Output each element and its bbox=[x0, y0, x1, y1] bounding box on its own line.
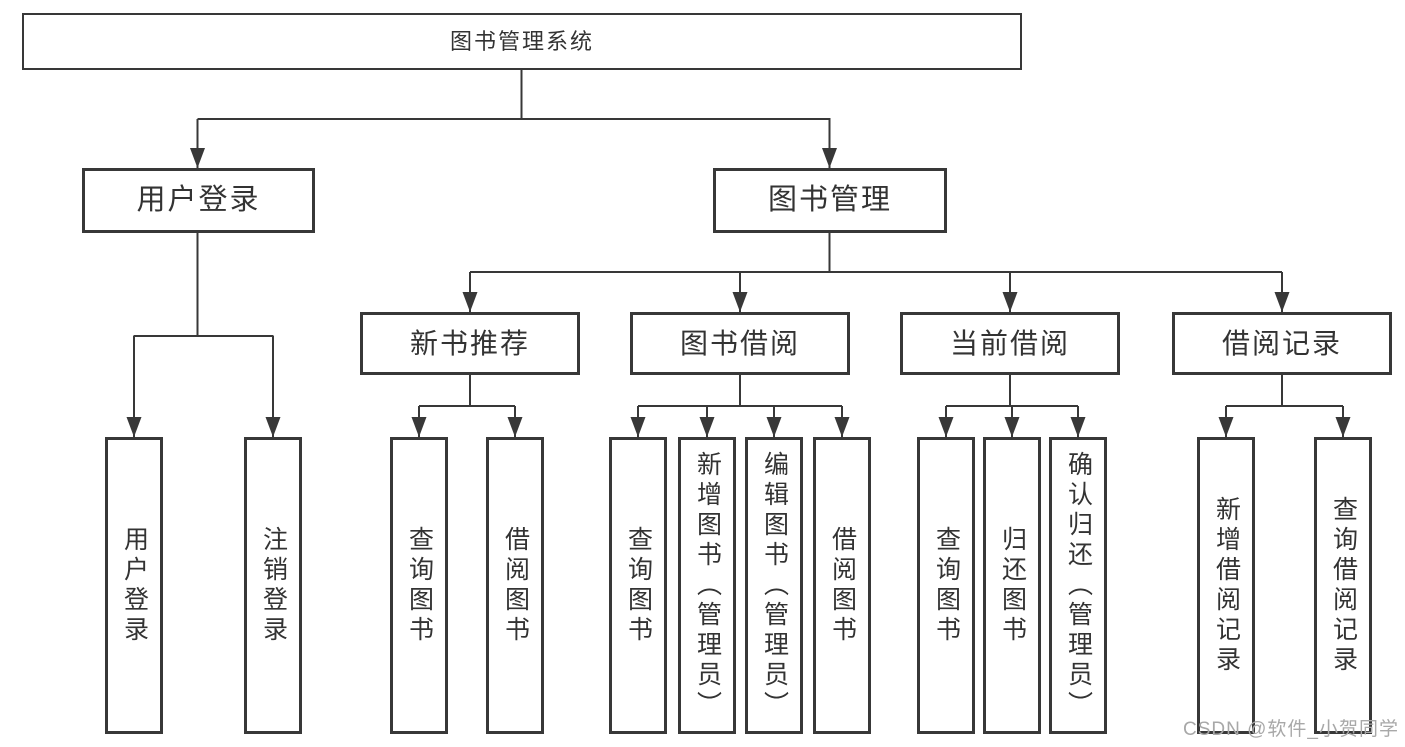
connector-root-to-level2 bbox=[190, 68, 837, 168]
node-borrow-books-2: 借阅图书 bbox=[813, 437, 871, 734]
connector-user-login-group bbox=[126, 231, 281, 437]
node-label: 借阅图书 bbox=[501, 525, 530, 646]
node-label: 查询图书 bbox=[405, 525, 434, 646]
node-borrow-books-1: 借阅图书 bbox=[486, 437, 544, 734]
node-label: 查询图书 bbox=[624, 525, 653, 646]
node-leaf-user-login: 用户登录 bbox=[105, 437, 163, 734]
node-borrowing-records: 借阅记录 bbox=[1172, 312, 1392, 375]
node-book-borrowing: 图书借阅 bbox=[630, 312, 850, 375]
node-user-login: 用户登录 bbox=[82, 168, 315, 233]
connector-current-borrow-group bbox=[938, 375, 1086, 437]
node-label: 编辑图书（管理员） bbox=[760, 450, 789, 721]
node-label: 确认归还（管理员） bbox=[1064, 450, 1093, 721]
node-label: 新增借阅记录 bbox=[1212, 495, 1241, 676]
node-label: 用户登录 bbox=[136, 184, 261, 216]
connector-borrow-records-group bbox=[1218, 375, 1351, 437]
node-label: 图书管理 bbox=[767, 184, 892, 216]
node-library-management-system: 图书管理系统 bbox=[22, 13, 1022, 70]
csdn-watermark: CSDN @软件_小贺同学 bbox=[1183, 719, 1399, 740]
node-return-books: 归还图书 bbox=[983, 437, 1041, 734]
node-label: 用户登录 bbox=[120, 525, 149, 646]
node-label: 图书管理系统 bbox=[449, 28, 594, 54]
node-add-borrow-record: 新增借阅记录 bbox=[1197, 437, 1255, 734]
node-label: 查询借阅记录 bbox=[1329, 495, 1358, 676]
node-add-books-admin: 新增图书（管理员） bbox=[678, 437, 736, 734]
node-query-borrow-record: 查询借阅记录 bbox=[1314, 437, 1372, 734]
node-label: 借阅记录 bbox=[1221, 327, 1342, 359]
node-leaf-logout: 注销登录 bbox=[244, 437, 302, 734]
node-label: 图书借阅 bbox=[679, 327, 800, 359]
node-label: 新增图书（管理员） bbox=[693, 450, 722, 721]
node-label: 归还图书 bbox=[998, 525, 1027, 646]
node-label: 查询图书 bbox=[932, 525, 961, 646]
node-label: 借阅图书 bbox=[828, 525, 857, 646]
node-label: 新书推荐 bbox=[409, 327, 530, 359]
node-label: 注销登录 bbox=[259, 525, 288, 646]
node-label: 当前借阅 bbox=[949, 327, 1070, 359]
node-confirm-return-admin: 确认归还（管理员） bbox=[1049, 437, 1107, 734]
node-book-management: 图书管理 bbox=[713, 168, 947, 233]
node-new-book-recommendation: 新书推荐 bbox=[360, 312, 580, 375]
connector-book-borrow-group bbox=[630, 375, 850, 437]
node-edit-books-admin: 编辑图书（管理员） bbox=[745, 437, 803, 734]
node-query-books-2: 查询图书 bbox=[609, 437, 667, 734]
connector-book-mgmt-group bbox=[462, 231, 1290, 312]
connector-new-book-rec-group bbox=[411, 375, 523, 437]
node-query-books-3: 查询图书 bbox=[917, 437, 975, 734]
node-current-borrowing: 当前借阅 bbox=[900, 312, 1120, 375]
node-query-books-1: 查询图书 bbox=[390, 437, 448, 734]
